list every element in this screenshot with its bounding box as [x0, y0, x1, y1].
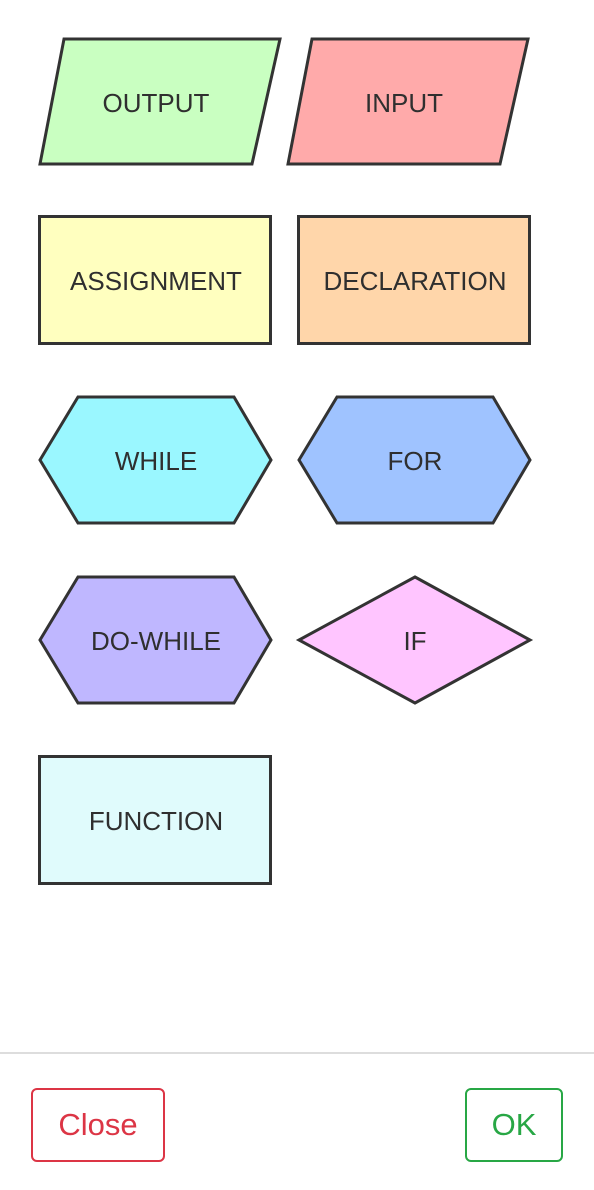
while-shape: [38, 395, 273, 525]
for-block[interactable]: FOR: [297, 395, 533, 527]
output-shape: [38, 37, 282, 166]
for-shape: [297, 395, 532, 525]
ok-button[interactable]: OK: [465, 1088, 563, 1162]
input-block[interactable]: INPUT: [286, 37, 530, 169]
rectangle-icon: [38, 755, 272, 885]
hexagon-icon: [297, 395, 532, 525]
while-block[interactable]: WHILE: [38, 395, 274, 527]
if-block[interactable]: IF: [295, 575, 534, 707]
do-while-shape: [38, 575, 273, 705]
close-button[interactable]: Close: [31, 1088, 165, 1162]
input-shape: [286, 37, 530, 166]
assignment-shape: [38, 215, 272, 345]
hexagon-icon: [38, 575, 273, 705]
shape-palette: OUTPUT INPUT ASSIGNMENT DECLARATION WHIL…: [38, 37, 534, 887]
parallelogram-icon: [286, 37, 530, 166]
declaration-shape: [297, 215, 531, 345]
hexagon-icon: [38, 395, 273, 525]
assignment-block[interactable]: ASSIGNMENT: [38, 215, 274, 347]
rectangle-icon: [297, 215, 531, 345]
parallelogram-icon: [38, 37, 282, 166]
declaration-block[interactable]: DECLARATION: [297, 215, 533, 347]
function-block[interactable]: FUNCTION: [38, 755, 274, 887]
diamond-icon: [295, 575, 534, 705]
output-block[interactable]: OUTPUT: [38, 37, 282, 169]
function-shape: [38, 755, 272, 885]
dialog-footer: Close OK: [0, 1052, 594, 1190]
do-while-block[interactable]: DO-WHILE: [38, 575, 274, 707]
rectangle-icon: [38, 215, 272, 345]
if-shape: [295, 575, 534, 705]
